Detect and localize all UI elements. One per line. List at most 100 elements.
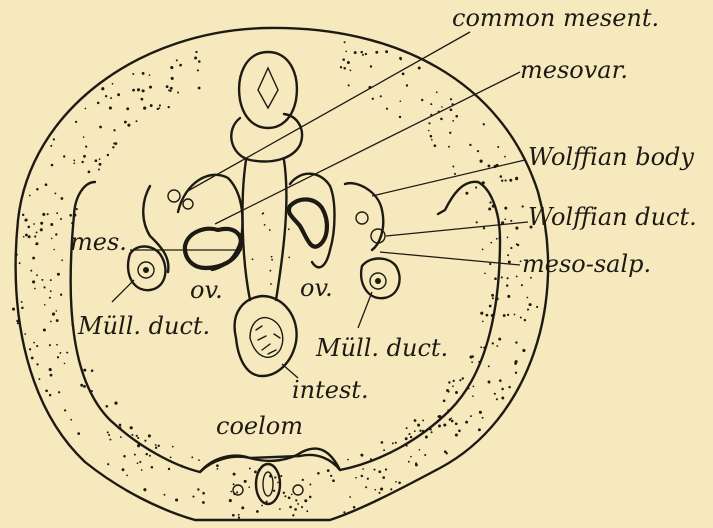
stipple-dot [365, 486, 367, 488]
stipple-dot [169, 90, 171, 92]
stipple-dot [149, 74, 151, 76]
stipple-dot [438, 425, 441, 428]
stipple-dot [492, 297, 494, 299]
stipple-dot [383, 449, 385, 451]
stipple-dot [36, 274, 38, 276]
stipple-dot [198, 459, 200, 461]
stipple-dot [374, 489, 376, 491]
stipple-dot [101, 87, 104, 90]
stipple-dot [536, 306, 538, 308]
right-mullerian-lumen [375, 278, 381, 284]
stipple-dot [499, 175, 502, 178]
stipple-dot [477, 150, 479, 152]
stipple-dot [501, 276, 503, 278]
stipple-dot [455, 422, 458, 425]
stipple-dot [44, 304, 46, 306]
stipple-dot [21, 307, 24, 310]
stipple-dot [498, 237, 500, 239]
stipple-dot [355, 477, 357, 479]
stipple-dot [447, 409, 449, 411]
stipple-dot [527, 309, 529, 311]
stipple-dot [119, 424, 122, 427]
stipple-dot [66, 352, 68, 354]
stipple-dot [317, 472, 320, 475]
stipple-dot [503, 314, 506, 317]
stipple-dot [233, 493, 236, 496]
stipple-dot [487, 164, 490, 167]
stipple-dot [83, 385, 86, 388]
stipple-dot [49, 394, 52, 397]
stipple-dot [50, 145, 52, 147]
stipple-dot [15, 253, 18, 256]
stipple-dot [166, 85, 169, 88]
stipple-dot [107, 154, 109, 156]
stipple-dot [434, 144, 437, 147]
stipple-dot [283, 492, 285, 494]
stipple-dot [76, 208, 78, 210]
stipple-dot [489, 201, 491, 203]
stipple-dot [75, 121, 77, 123]
stipple-dot [419, 430, 421, 432]
stipple-dot [256, 510, 259, 513]
stipple-dot [327, 469, 330, 472]
stipple-dot [484, 272, 486, 274]
stipple-dot [332, 479, 335, 482]
stipple-dot [277, 492, 280, 495]
stipple-dot [137, 88, 140, 91]
stipple-dot [50, 223, 53, 226]
stipple-dot [490, 242, 492, 244]
stipple-dot [454, 173, 456, 175]
stipple-dot [130, 426, 133, 429]
stipple-dot [507, 314, 509, 316]
stipple-dot [176, 59, 178, 61]
stipple-dot [386, 108, 388, 110]
stipple-dot [455, 115, 458, 118]
stipple-dot [496, 297, 499, 300]
stipple-dot [195, 51, 197, 53]
stipple-dot [361, 475, 363, 477]
stipple-dot [51, 238, 53, 240]
stipple-dot [113, 129, 115, 131]
stipple-dot [63, 155, 65, 157]
stipple-dot [144, 440, 146, 442]
stipple-dot [236, 491, 238, 493]
stipple-dot [77, 432, 80, 435]
stipple-dot [49, 368, 52, 371]
stipple-dot [194, 57, 197, 60]
stipple-dot [57, 273, 60, 276]
stipple-dot [21, 301, 23, 303]
stipple-dot [180, 465, 183, 468]
stipple-dot [55, 310, 57, 312]
stipple-dot [450, 98, 452, 100]
stipple-dot [157, 445, 159, 447]
stipple-dot [69, 214, 72, 217]
stipple-dot [408, 461, 410, 463]
stipple-dot [480, 312, 483, 315]
stipple-dot [99, 126, 102, 129]
stipple-dot [529, 303, 532, 306]
stipple-dot [113, 142, 115, 144]
stipple-dot [520, 317, 522, 319]
stipple-dot [64, 409, 66, 411]
stipple-dot [469, 144, 471, 146]
label-ov-right: ov. [300, 274, 333, 302]
stipple-dot [50, 290, 52, 292]
stipple-dot [365, 53, 367, 55]
stipple-dot [362, 54, 364, 56]
label-mesovar: mesovar. [520, 56, 628, 84]
stipple-dot [446, 452, 448, 454]
left-mullerian-lumen [143, 267, 149, 273]
stipple-dot [149, 86, 152, 89]
stipple-dot [34, 288, 36, 290]
stipple-dot [28, 235, 31, 238]
stipple-dot [49, 344, 51, 346]
stipple-dot [58, 391, 60, 393]
stipple-dot [24, 333, 26, 335]
stipple-dot [381, 441, 384, 444]
stipple-dot [353, 506, 356, 509]
stipple-dot [347, 459, 349, 461]
stipple-dot [458, 429, 461, 432]
stipple-dot [515, 372, 517, 374]
right-ovary-outline [289, 199, 327, 246]
stipple-dot [168, 106, 170, 108]
